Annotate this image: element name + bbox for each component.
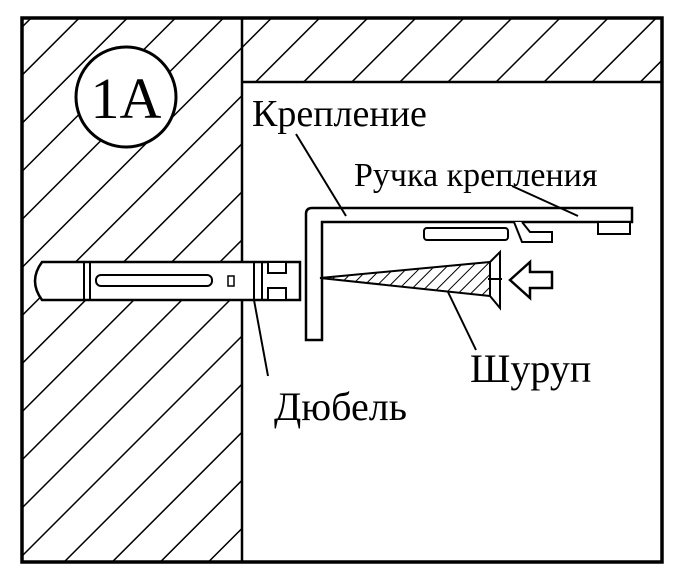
ceiling-section <box>242 18 662 82</box>
leader-lines <box>253 133 579 377</box>
insert-direction-arrow <box>508 259 554 301</box>
label-dowel: Дюбель <box>274 384 407 429</box>
screw <box>319 249 502 311</box>
figure-badge-text: 1A <box>91 66 162 131</box>
dowel <box>33 260 302 302</box>
leader-bracket-handle <box>511 185 579 217</box>
label-bracket: Крепление <box>252 93 427 135</box>
outer-frame <box>20 16 664 564</box>
leader-dowel <box>253 299 269 377</box>
figure-badge: 1A <box>74 45 178 149</box>
label-bracket-handle: Ручка крепления <box>354 157 598 194</box>
label-screw: Шуруп <box>470 346 591 391</box>
bracket <box>304 206 634 342</box>
leader-screw <box>447 291 477 351</box>
leader-bracket <box>295 133 347 217</box>
